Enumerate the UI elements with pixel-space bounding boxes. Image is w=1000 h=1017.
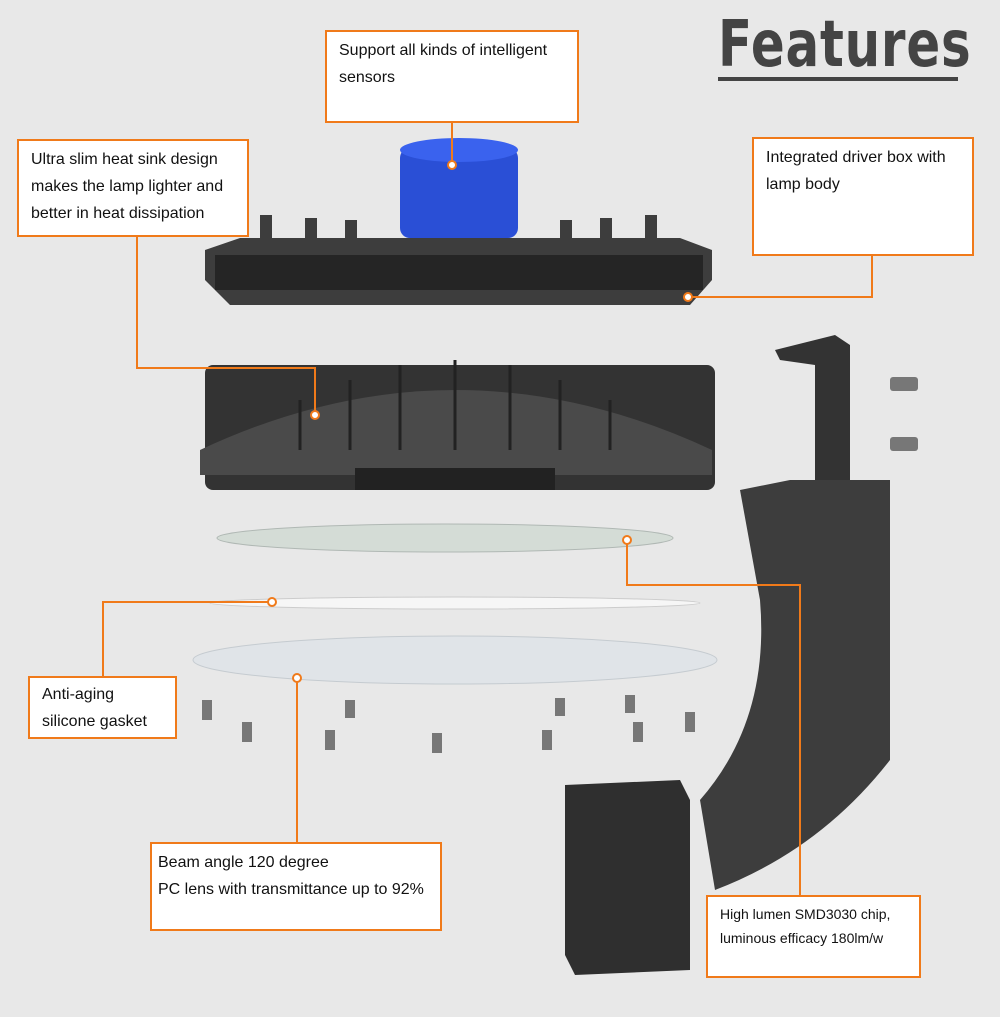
callout-text: High lumen SMD3030 chip,	[720, 906, 891, 922]
callout-text: Anti-aging	[42, 686, 115, 703]
callout-text: luminous efficacy 180lm/w	[720, 930, 884, 946]
pc-lens	[192, 635, 718, 685]
page-title: Features	[718, 8, 972, 82]
callout-text: better in heat dissipation	[31, 205, 205, 222]
leader-lines	[102, 122, 873, 895]
callout-text: silicone gasket	[42, 713, 147, 730]
callout-driver-box: Integrated driver box with lamp body	[752, 137, 974, 256]
callout-sensors: Support all kinds of intelligent sensors	[325, 30, 579, 123]
callout-gasket: Anti-aging silicone gasket	[28, 676, 177, 739]
mounting-arm	[565, 335, 890, 975]
callout-chip: High lumen SMD3030 chip, luminous effica…	[706, 895, 921, 978]
callout-text: Integrated driver box with	[766, 149, 946, 166]
silicone-gasket	[209, 596, 701, 610]
heat-sink	[200, 360, 715, 490]
callout-text: Beam angle 120 degree	[158, 854, 329, 871]
driver-box-cover	[205, 215, 712, 305]
callout-lens: Beam angle 120 degree PC lens with trans…	[150, 842, 442, 931]
screws	[202, 377, 918, 753]
callout-heat-sink: Ultra slim heat sink design makes the la…	[17, 139, 249, 237]
led-board	[216, 523, 674, 553]
callout-text: Support all kinds of intelligent	[339, 42, 548, 59]
callout-text: makes the lamp lighter and	[31, 178, 224, 195]
callout-text: sensors	[339, 69, 396, 86]
title-underline	[718, 77, 958, 81]
callout-text: Ultra slim heat sink design	[31, 151, 218, 168]
callout-text: lamp body	[766, 176, 840, 193]
callout-text: PC lens with transmittance up to 92%	[158, 881, 424, 898]
